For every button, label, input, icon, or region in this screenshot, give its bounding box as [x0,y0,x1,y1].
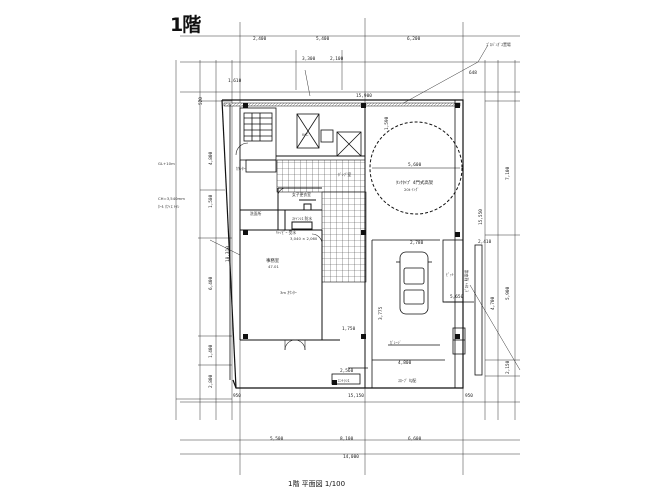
dim-left-v4: 1,400 [208,344,214,358]
floor-title: 1階 [170,14,201,36]
dim-bottom-950-left: 950 [233,393,241,399]
dim-top-2: 5,400 [316,36,330,42]
label-bottom-1: ｴﾝﾄﾗﾝｽ [338,378,349,383]
entrance [331,367,368,385]
label-right: ﾋﾟﾛﾃｨ 駐車場 [464,270,469,292]
tiled-corridor-vertical [321,191,367,283]
dim-right-v2: 7,100 [505,166,511,180]
dim-top-overall: 15,900 [356,93,372,99]
water-tank [369,121,463,215]
label-tank-sub: 20t ｲﾝｸﾞ [404,187,419,192]
dim-left-small: 1,610 [228,78,242,84]
room-labels: ﾀﾝｸﾀｲﾌﾟ 4門式高架 20t ｲﾝｸﾞ 事務室 47.01 3m ｶｳﾝﾀ… [158,132,469,383]
dim-bottom-overall: 14,000 [343,454,359,460]
dim-inner-1750: 1,750 [342,326,356,332]
dim-right-2410: 2,410 [478,239,492,245]
label-office-area: 47.01 [268,264,279,269]
label-canopy: ｷｬﾉﾋﾟｰ 受水 [276,230,296,235]
stair-block [239,107,277,173]
dim-inner-4800: 4,800 [398,360,412,366]
dim-bottom-950-right: 950 [465,393,473,399]
label-area-note: 3,040 × 2,060 [290,236,318,241]
dim-left-v5: 2,800 [208,374,214,388]
grid-lines [175,18,521,475]
label-pump: ﾎﾟﾝﾌﾟ室 [338,172,351,177]
label-stair-wc: WC [302,132,309,137]
label-pit: ﾋﾟｯﾄ [446,272,454,277]
top-right-note: ﾌﾟﾛﾊﾟﾝｶﾞｽ置場 [486,42,511,47]
interior-walls [239,106,366,388]
dim-left-v1: 4,800 [208,151,214,165]
label-left-note: ﾎｰﾙ ｵﾌｨｽ ﾄｲﾚ [158,204,179,209]
drawing-caption: 1階 平面図 1/100 [288,480,346,488]
label-left-gl: GL+10m [158,161,175,166]
dim-right-v5: 2,150 [505,360,511,374]
label-office-sub: 3m ｶｳﾝﾀｰ [280,290,297,295]
dim-right-v3: 15,550 [478,209,484,225]
dim-bottom-overall-inner: 15,150 [348,393,364,399]
dim-right-v4: 5,900 [505,286,511,300]
label-bottom-2: ｽﾛｰﾌﾟ 勾配 [398,378,416,383]
dimension-labels: 2,400 5,400 6,200 3,300 2,100 15,900 648… [198,36,511,460]
dim-top-second-1: 3,300 [302,56,316,62]
dim-left-v2: 1,580 [208,194,214,208]
dim-circle: 5,600 [408,162,422,168]
car-symbol [396,251,432,315]
dim-inner-5650: 5,650 [450,294,464,300]
dim-inner-2560: 2,560 [340,368,354,374]
dim-left-overall: 18,310 [225,246,231,262]
label-office: 事務室 [266,257,280,264]
dim-bottom-1: 5,500 [270,436,284,442]
tiled-corridor [276,159,366,193]
columns [243,103,460,385]
dim-inner-3775: 3,775 [378,306,384,320]
doors [235,142,323,351]
elevator-shafts [296,113,362,157]
label-washroom: 洗面所 [250,211,262,216]
dim-top-right-small: 648 [469,70,477,76]
label-tank: ﾀﾝｸﾀｲﾌﾟ 4門式高架 [396,179,434,186]
dim-right-v1: 1,590 [384,116,390,130]
dim-top-3: 6,200 [407,36,421,42]
dim-bottom-2: 8,100 [340,436,354,442]
right-structures [371,239,483,388]
label-room: 女子更衣室 [292,192,311,197]
dim-right-4700: 4,700 [490,296,496,310]
dim-left-v3: 6,400 [208,276,214,290]
label-corridor-note: ｽﾃｲﾝﾚｽ 防水 [292,216,312,221]
dim-top-second-2: 2,100 [330,56,344,62]
label-counter: ｶｳﾝﾀｰ [236,166,246,171]
dim-top-1: 2,400 [253,36,267,42]
label-left-ch: CH=3,540mm [158,196,185,201]
dim-bottom-3: 6,600 [408,436,422,442]
dim-left-520: 520 [198,97,204,105]
dim-inner-2780: 2,780 [410,240,424,246]
label-garage: ｶﾞﾚｰｼﾞ [390,340,401,345]
